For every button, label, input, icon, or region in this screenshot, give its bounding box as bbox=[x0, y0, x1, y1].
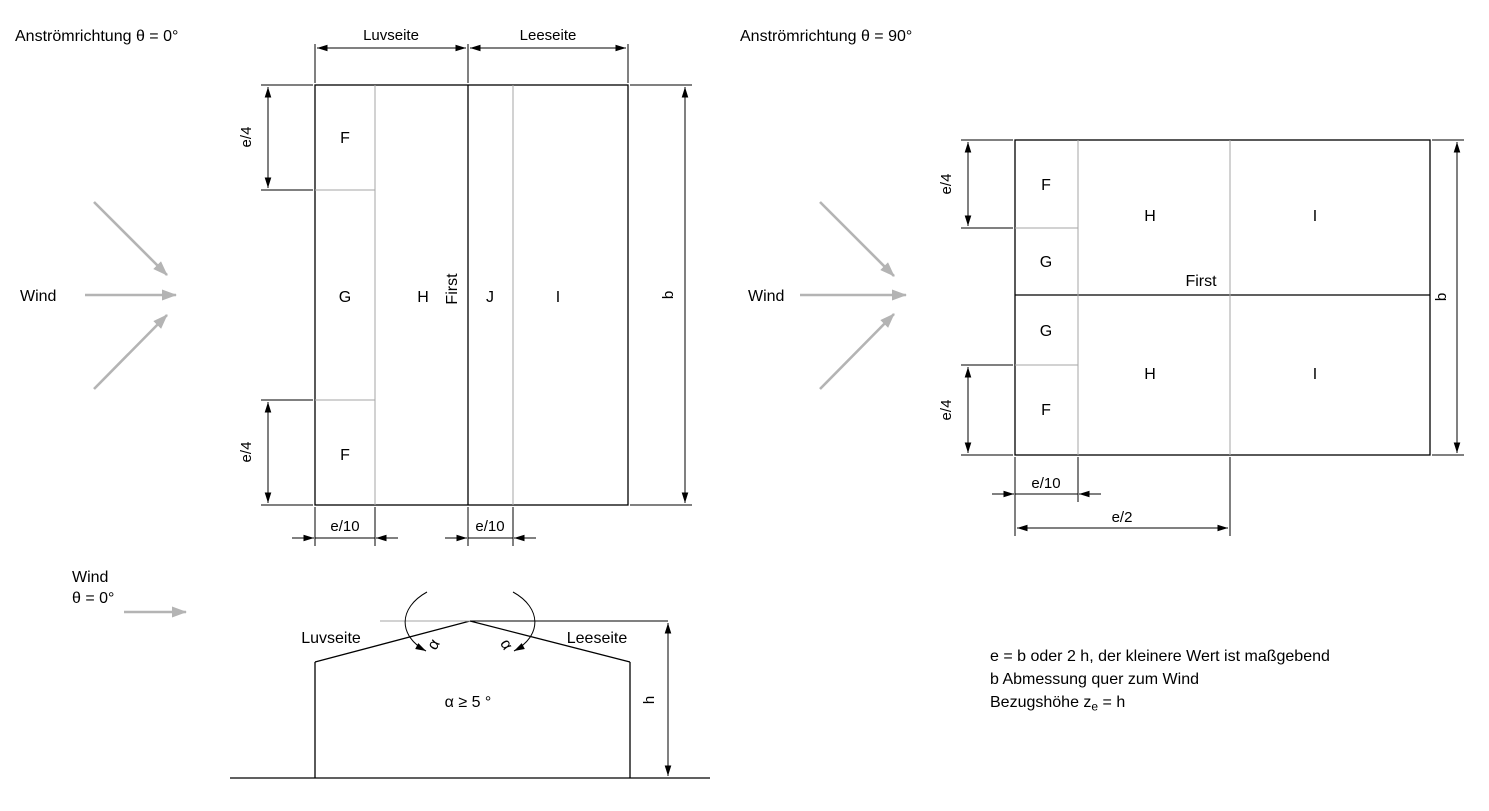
first-label: First bbox=[444, 273, 461, 305]
alpha-arc-left bbox=[404, 591, 428, 652]
zone-g: G bbox=[339, 289, 351, 306]
wind-arrow-icon bbox=[819, 201, 895, 277]
wind-label-theta0: Wind bbox=[20, 288, 56, 305]
plan-theta90-title: Anströmrichtung θ = 90° bbox=[740, 28, 912, 45]
roof-plan-outline bbox=[1014, 139, 1431, 456]
zone-i-top: I bbox=[1313, 208, 1317, 225]
first-label: First bbox=[1185, 273, 1217, 290]
wind-arrows-theta90 bbox=[800, 201, 907, 390]
wind-arrow-icon bbox=[819, 313, 895, 390]
plan-theta0-zone-labels: F G H First J I F bbox=[339, 130, 560, 464]
note-ze-subscript: e bbox=[1091, 700, 1098, 714]
notes: e = b oder 2 h, der kleinere Wert ist ma… bbox=[990, 648, 1330, 714]
zone-h-bottom: H bbox=[1144, 366, 1156, 383]
zone-g-top: G bbox=[1040, 254, 1052, 271]
alpha-label-right: α bbox=[496, 636, 515, 653]
elevation-angle-marks: α α bbox=[404, 591, 536, 653]
note-ze-prefix: Bezugshöhe z bbox=[990, 694, 1091, 711]
elevation-wind-label-line1: Wind bbox=[72, 569, 108, 586]
note-ze-suffix: = h bbox=[1098, 694, 1125, 711]
plan-theta90-dim-labels: e/4 e/4 b e/10 e/2 bbox=[938, 174, 1450, 526]
dim-b: b bbox=[1433, 293, 1450, 301]
wind-arrows-theta0 bbox=[85, 201, 177, 390]
zone-f-top: F bbox=[1041, 177, 1051, 194]
wind-label-theta90: Wind bbox=[748, 288, 784, 305]
dim-e10-ridge: e/10 bbox=[475, 518, 504, 535]
elevation-building bbox=[230, 620, 710, 779]
plan-theta90: Anströmrichtung θ = 90° Wind F G H I Fir… bbox=[740, 28, 1464, 536]
elevation-luvseite-label: Luvseite bbox=[301, 630, 361, 647]
alpha-condition-label: α ≥ 5 ° bbox=[445, 694, 492, 711]
roof-plan-outline bbox=[314, 84, 629, 506]
zone-h: H bbox=[417, 289, 429, 306]
note-b-definition: b Abmessung quer zum Wind bbox=[990, 671, 1199, 688]
elevation-wind-label-line2: θ = 0° bbox=[72, 590, 114, 607]
dim-e4-top: e/4 bbox=[938, 174, 955, 195]
alpha-arc-right bbox=[512, 591, 536, 652]
zone-i-bottom: I bbox=[1313, 366, 1317, 383]
note-e-definition: e = b oder 2 h, der kleinere Wert ist ma… bbox=[990, 648, 1330, 665]
zone-i: I bbox=[556, 289, 560, 306]
plan-theta90-zone-labels: F G H I First G F H I bbox=[1040, 177, 1317, 419]
zone-h-top: H bbox=[1144, 208, 1156, 225]
plan-theta0: Anströmrichtung θ = 0° Wind F G H First … bbox=[15, 27, 692, 546]
zone-g-bottom: G bbox=[1040, 323, 1052, 340]
plan-theta0-dimensions bbox=[261, 44, 692, 546]
wind-arrow-icon bbox=[93, 314, 168, 390]
elevation: Wind θ = 0° α α Luvseite Leeseite α ≥ 5 … bbox=[72, 569, 710, 779]
wind-arrow-icon bbox=[93, 201, 168, 276]
plan-theta0-building bbox=[314, 84, 629, 506]
dim-e4-bottom: e/4 bbox=[938, 400, 955, 421]
elevation-leeseite-label: Leeseite bbox=[567, 630, 628, 647]
plan-theta0-dim-labels: Luvseite Leeseite e/4 e/4 b e/10 e/10 bbox=[238, 27, 677, 535]
note-reference-height: Bezugshöhe ze = h bbox=[990, 694, 1125, 714]
dim-e10: e/10 bbox=[1031, 475, 1060, 492]
luvseite-label: Luvseite bbox=[363, 27, 419, 44]
alpha-label-left: α bbox=[424, 636, 443, 653]
dim-e4-top: e/4 bbox=[238, 127, 255, 148]
leeseite-label: Leeseite bbox=[520, 27, 577, 44]
zone-f-top: F bbox=[340, 130, 350, 147]
dim-e4-bottom: e/4 bbox=[238, 442, 255, 463]
plan-theta90-building bbox=[1014, 139, 1431, 456]
dim-b: b bbox=[660, 291, 677, 299]
zone-f-bottom: F bbox=[340, 447, 350, 464]
dim-e10-left: e/10 bbox=[330, 518, 359, 535]
dim-h: h bbox=[641, 696, 658, 704]
plan-theta0-title: Anströmrichtung θ = 0° bbox=[15, 28, 178, 45]
zone-j: J bbox=[486, 289, 494, 306]
zone-f-bottom: F bbox=[1041, 402, 1051, 419]
plan-theta90-dimensions bbox=[961, 139, 1464, 536]
dim-e2: e/2 bbox=[1112, 509, 1133, 526]
